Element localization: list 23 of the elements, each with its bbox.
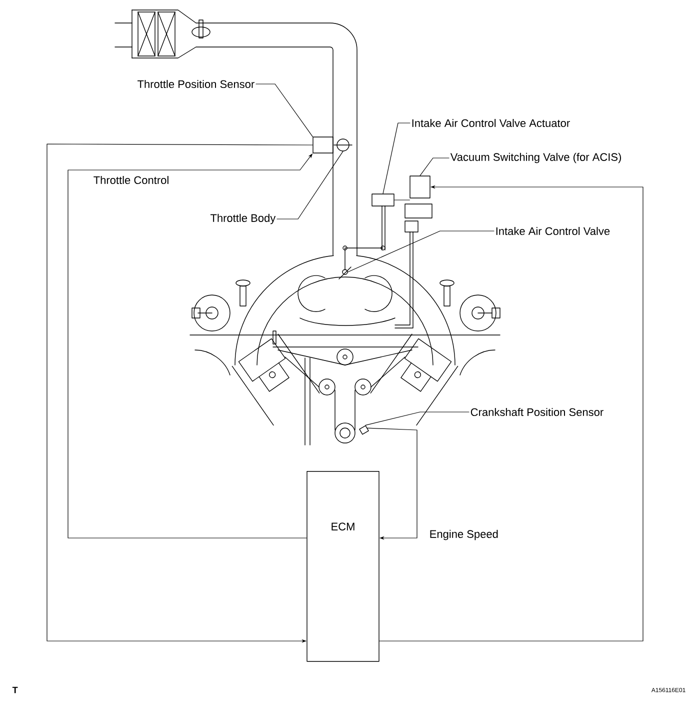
control-unit-box: ECM (306, 471, 380, 662)
part-label: Throttle Body (210, 214, 276, 224)
leader-line (420, 158, 450, 176)
leader-line (365, 412, 470, 426)
leader-line (382, 122, 410, 194)
part-label: Intake Air Control Valve Actuator (412, 118, 570, 128)
sheet-letter: T (12, 686, 18, 694)
part-label: Crankshaft Position Sensor (470, 408, 604, 416)
edge-label: Throttle Control (92, 174, 170, 186)
signal-arrow (367, 428, 418, 540)
part-label: Intake Air Control Valve (496, 226, 610, 236)
part-label: Vacuum Switching Valve (for ACIS) (450, 152, 621, 164)
part-label: Throttle Position Sensor (138, 80, 254, 88)
leader-line (256, 84, 313, 137)
leader-line (348, 230, 494, 272)
part-symbol (359, 425, 369, 435)
valve-symbol (342, 269, 348, 275)
edge-label: Engine Speed (428, 528, 500, 542)
part-symbol (312, 136, 334, 154)
part-symbol (372, 194, 394, 206)
leader-line (276, 151, 344, 220)
valve-symbol (336, 138, 350, 152)
part-symbol (410, 176, 430, 198)
